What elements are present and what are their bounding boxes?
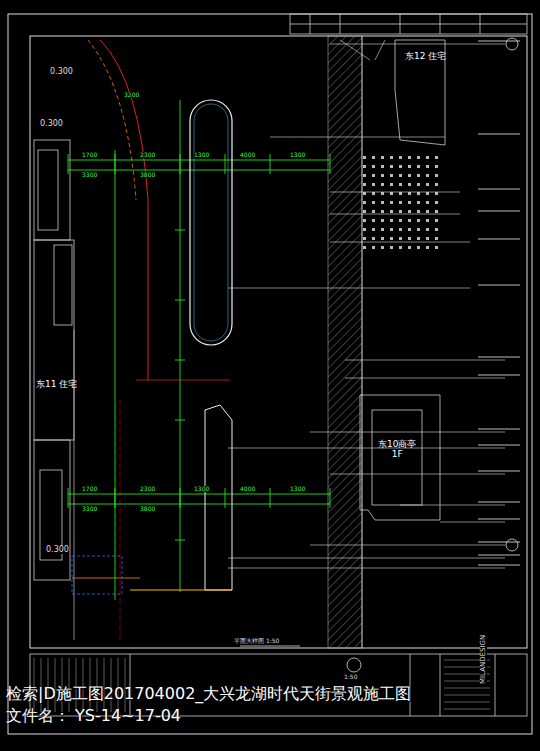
title-block-cells: [34, 658, 490, 712]
dimension: 3200: [124, 92, 139, 98]
drawing-frame: [30, 36, 527, 648]
planter-oval: [190, 100, 232, 345]
sheet-border: [8, 14, 532, 734]
dimension: 3300: [82, 172, 97, 178]
dimension: 1700: [82, 486, 97, 492]
watermark: 检索|D施工图201704002_大兴龙湖时代天街景观施工图: [6, 686, 411, 702]
planter-south: [205, 405, 232, 590]
building-name: 东12 住宅: [405, 51, 446, 61]
dimension-lines: [68, 100, 330, 600]
dimension: 1300: [290, 152, 305, 158]
building-name: 1F: [378, 449, 416, 459]
leader-lines: [228, 40, 505, 568]
watermark: 文件名： YS-14~17-04: [6, 708, 181, 724]
dimension: 2300: [140, 486, 155, 492]
building-east11: [34, 140, 74, 640]
elevation: 0.300: [40, 120, 63, 128]
building-name: 东10商亭: [378, 439, 416, 449]
north-markers: [240, 38, 518, 672]
building-label: 东12 住宅: [403, 50, 448, 62]
paving-grid: [362, 150, 442, 250]
illegible-note-strokes: [478, 41, 520, 565]
building-label: 东10商亭1F: [376, 438, 418, 461]
dimension: 2300: [140, 152, 155, 158]
dimension: 4000: [240, 152, 255, 158]
dimension: 1300: [194, 152, 209, 158]
dimension: 1300: [290, 486, 305, 492]
scale: 1:50: [344, 674, 357, 680]
elevation: 0.300: [50, 68, 73, 76]
title-block: [30, 654, 527, 716]
hatched-band: [328, 36, 362, 648]
revision-table: [290, 14, 527, 34]
dimension: 1300: [194, 486, 209, 492]
building-label: 东11 住宅: [34, 378, 79, 390]
building-name: 东11 住宅: [36, 379, 77, 389]
drawing-title: 平面大样图 1:50: [234, 638, 279, 644]
dimension: 3800: [140, 172, 155, 178]
dimension: 3800: [140, 506, 155, 512]
dimension: 4000: [240, 486, 255, 492]
elevation: 0.300: [46, 546, 69, 554]
dimension: 3300: [82, 506, 97, 512]
dimension: 1700: [82, 152, 97, 158]
pavilion-east10: [360, 395, 440, 520]
designer-name: MILANDESIGN: [480, 635, 487, 684]
